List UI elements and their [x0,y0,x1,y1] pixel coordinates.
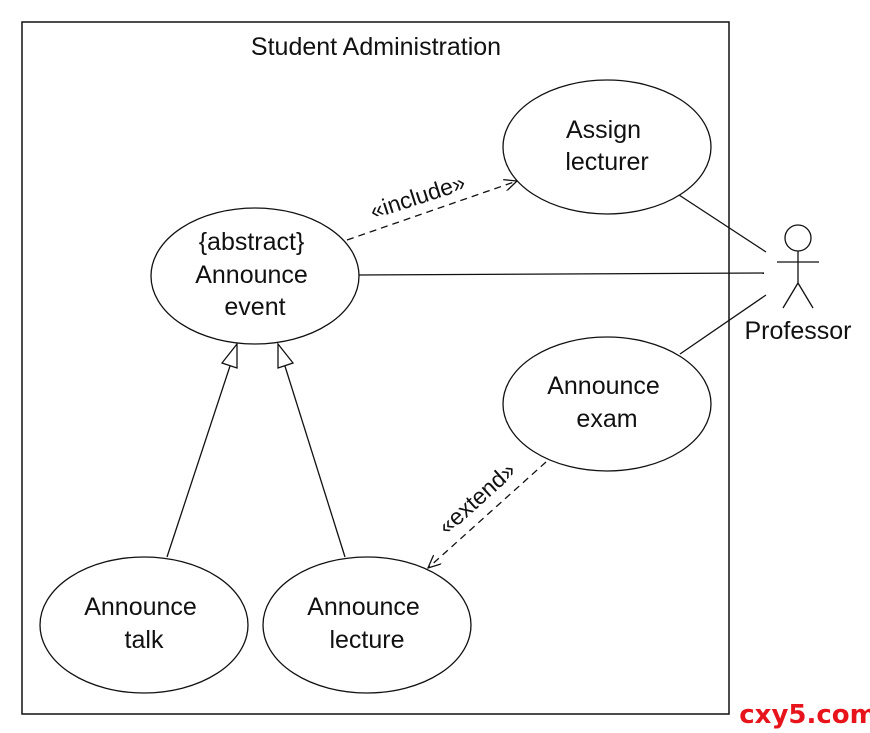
use-case-label: event [224,293,285,321]
use-case-label: Announce [307,593,420,621]
abstract-marker: {abstract} [199,228,305,256]
system-title: Student Administration [251,33,501,61]
use-case-assign-lecturer: Assign lecturer [502,79,712,215]
svg-text:{abstract} Announce: {abstract} Announce event [195,228,315,321]
use-case-label: Announce [84,593,197,621]
use-case-announce-talk: Announce talk [39,556,249,694]
use-case-label: Announce [195,261,308,289]
svg-text:Announce talk: Announce talk [84,593,204,654]
generalization-talk-to-event [166,362,232,558]
use-case-label: talk [125,626,164,654]
svg-text:Announce lecture: Announce lecture [307,593,427,654]
association-professor-announce-event [357,272,765,276]
use-case-label: lecturer [565,148,648,176]
association-professor-assign-lecturer [678,194,767,253]
generalization-arrowhead-lecture [277,342,295,369]
use-case-label: Assign [566,116,641,144]
actor-professor: Professor [745,224,852,345]
association-professor-announce-exam [679,294,767,355]
use-case-announce-event: {abstract} Announce event [150,207,360,345]
generalization-arrowhead-talk [220,342,238,369]
use-case-label: lecture [329,626,404,654]
include-arrow [346,181,517,241]
actor-name: Professor [745,317,852,345]
svg-text:Assign lecturer: Assign lecturer [565,116,648,176]
svg-text:Announce exam: Announce exam [547,372,667,433]
use-case-label: exam [576,405,637,433]
actor-left-leg-icon [782,282,799,309]
actor-right-leg-icon [797,282,814,309]
use-case-announce-exam: Announce exam [502,336,712,472]
generalization-lecture-to-event [283,362,346,558]
extend-arrow [428,461,547,568]
watermark-text: cxy5.com [739,700,870,730]
actor-head-icon [784,224,812,252]
use-case-label: Announce [547,372,660,400]
use-case-announce-lecture: Announce lecture [262,556,472,694]
